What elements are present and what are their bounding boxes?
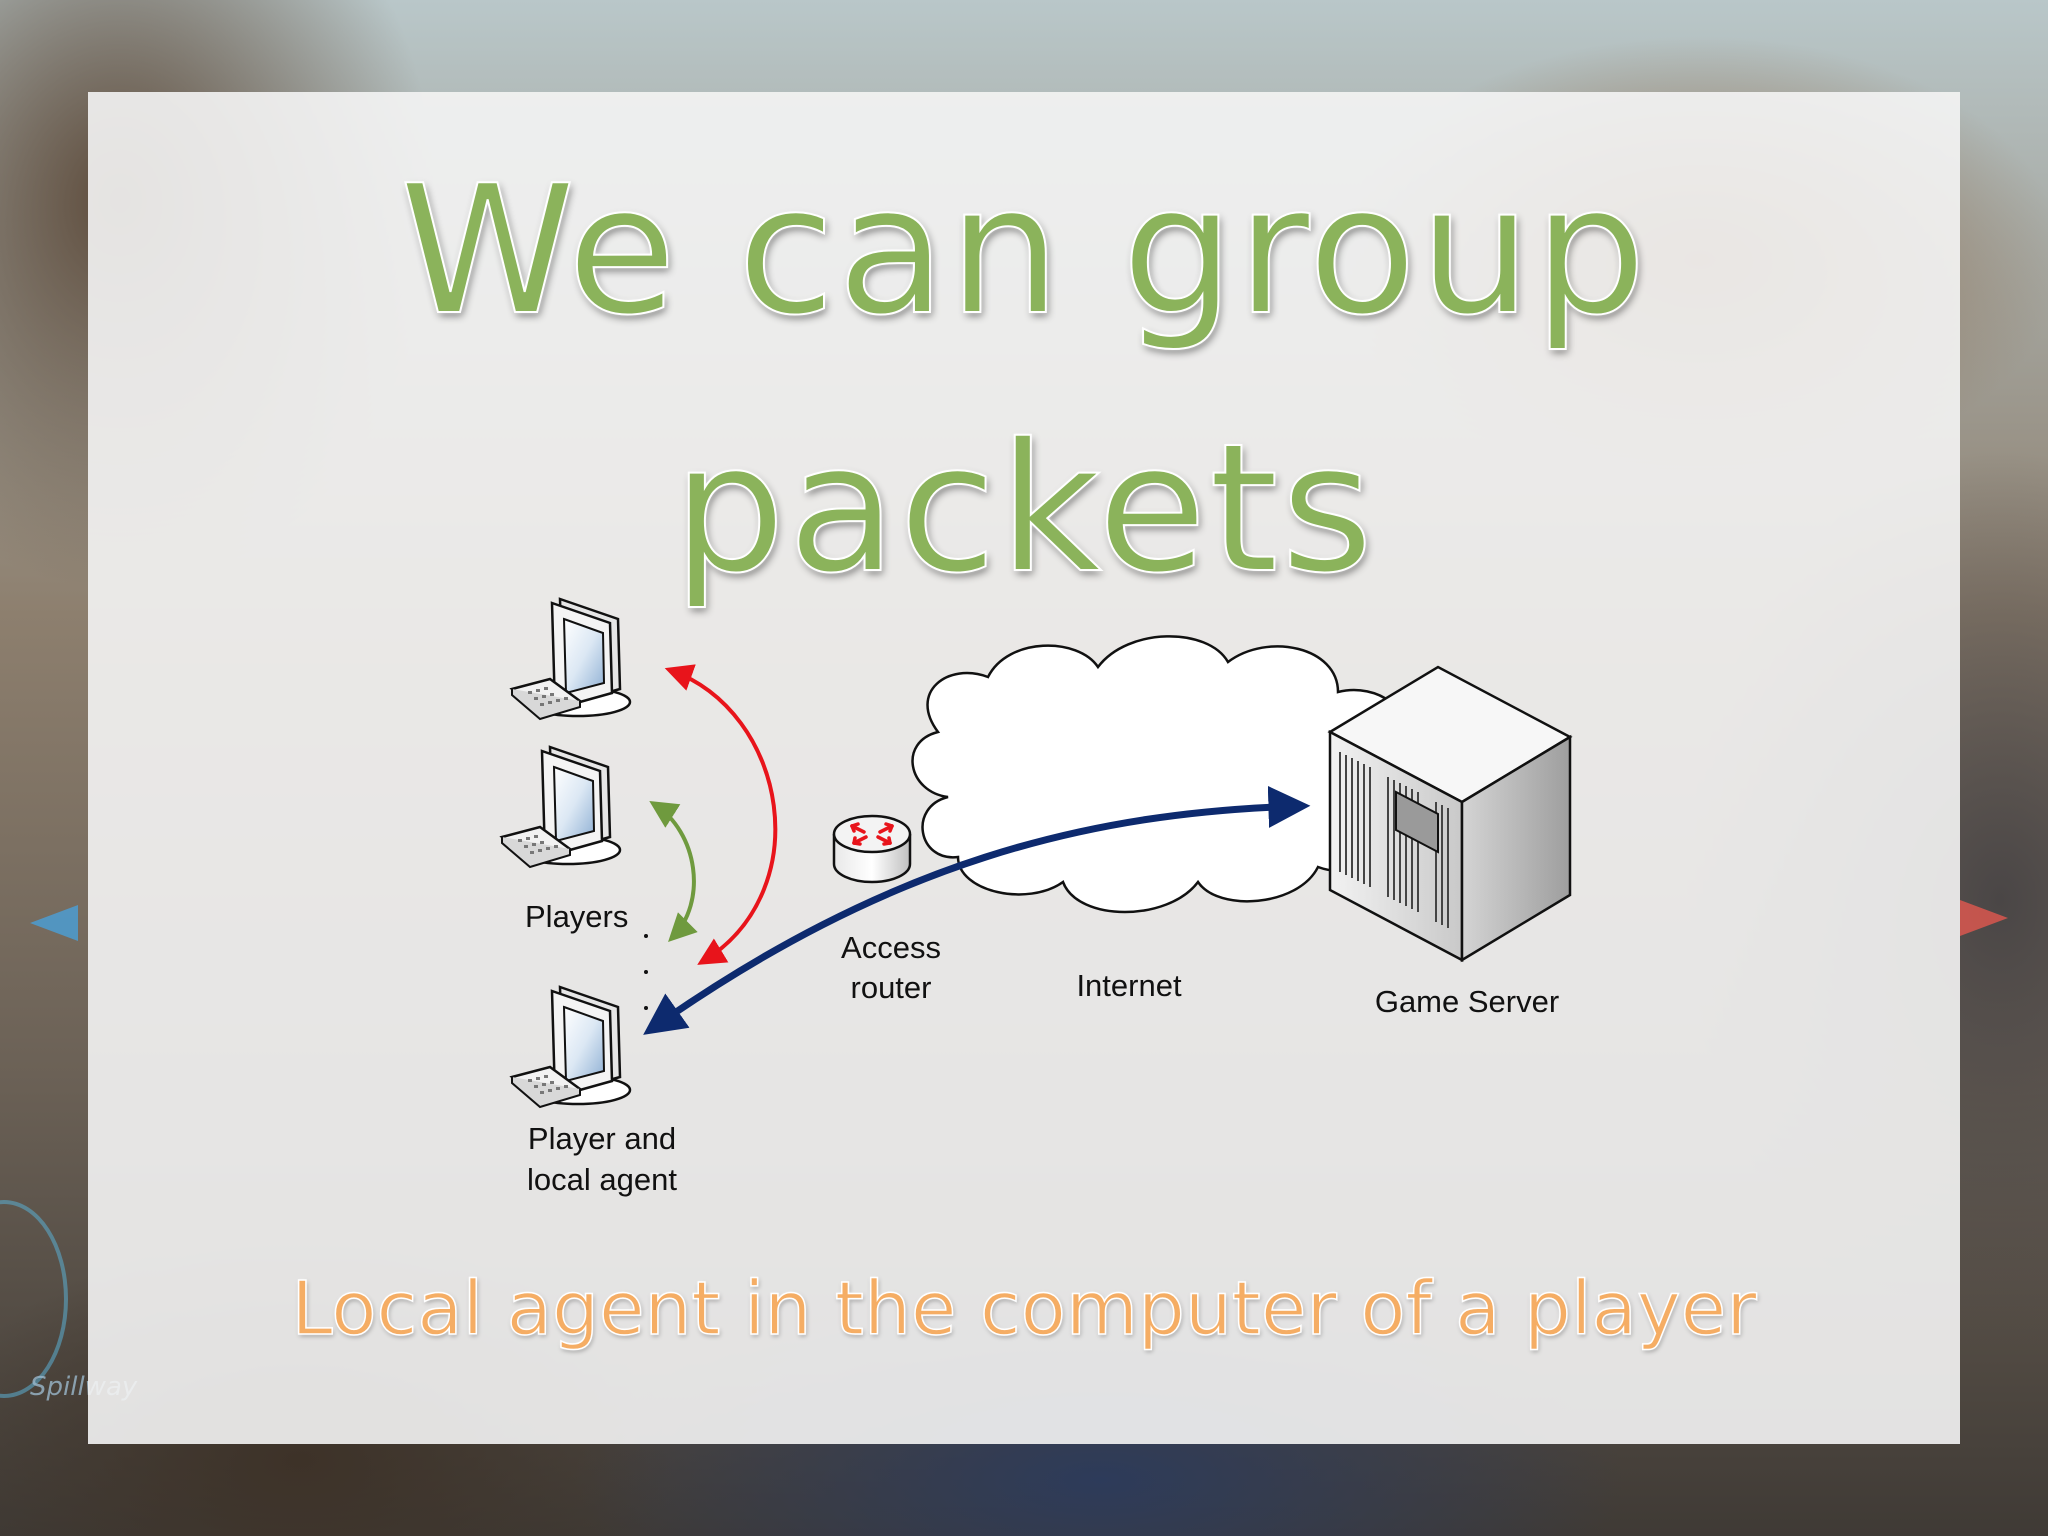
access-router-label: router bbox=[851, 970, 932, 1005]
player-agent-label: local agent bbox=[527, 1162, 677, 1197]
blue-server-arrow bbox=[643, 785, 1311, 1035]
agent-computer-icon bbox=[510, 985, 632, 1109]
access-router-label: Access bbox=[841, 930, 941, 965]
game-server-icon bbox=[1327, 665, 1573, 963]
player-agent-label: Player and bbox=[528, 1121, 676, 1156]
player-computer-icon bbox=[500, 745, 622, 869]
slide-panel: We can group packets bbox=[88, 92, 1960, 1444]
hud-right-arrow-icon bbox=[1960, 900, 2008, 936]
access-router-icon bbox=[832, 814, 912, 884]
slide-title-line-1: We can group bbox=[399, 147, 1649, 354]
ellipsis-dots bbox=[644, 934, 648, 1010]
game-server-label: Game Server bbox=[1375, 984, 1559, 1019]
internet-label: Internet bbox=[1076, 968, 1182, 1003]
slide-subtitle: Local agent in the computer of a player bbox=[291, 1266, 1758, 1352]
player-computer-icon bbox=[510, 597, 632, 721]
hud-left-arrow-icon bbox=[30, 905, 78, 941]
slide-title-line-2: packets bbox=[672, 405, 1376, 612]
network-diagram: Players Access router Internet Game Serv… bbox=[500, 597, 1573, 1197]
green-exchange-arrow bbox=[649, 800, 698, 942]
players-label: Players bbox=[525, 899, 628, 934]
